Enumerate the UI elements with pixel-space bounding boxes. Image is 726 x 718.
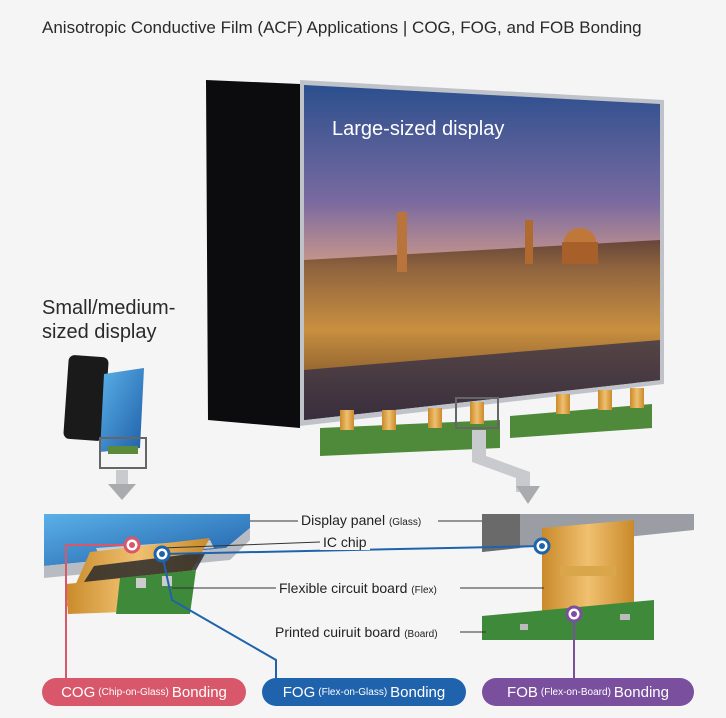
large-display-label: Large-sized display	[332, 118, 505, 140]
large-display-boards	[320, 388, 652, 456]
cog-sub: (Chip-on-Glass)	[98, 686, 169, 698]
small-arrow	[108, 484, 136, 500]
fob-abbr: FOB	[507, 683, 538, 701]
small-display-label-line2: sized display	[42, 321, 157, 343]
small-display-label-line1: Small/medium-	[42, 297, 176, 319]
fog-word: Bonding	[390, 683, 446, 701]
flex-board-label: Flexible circuit board (Flex)	[276, 580, 440, 596]
ic-chip-label-main: IC chip	[323, 534, 367, 550]
printed-board-label: Printed cuiruit board (Board)	[272, 624, 441, 640]
smartphone	[63, 355, 147, 469]
cog-bonding-badge: COG (Chip-on-Glass) Bonding	[42, 678, 246, 706]
large-arrow	[516, 486, 540, 504]
display-back-panel	[206, 80, 300, 428]
small-display-label: Small/medium- sized display	[42, 296, 175, 344]
printed-board-label-main: Printed cuiruit board	[275, 624, 401, 640]
fog-sub: (Flex-on-Glass)	[318, 686, 388, 698]
fog-bonding-badge: FOG (Flex-on-Glass) Bonding	[262, 678, 466, 706]
fob-sub: (Flex-on-Board)	[540, 686, 611, 698]
cog-word: Bonding	[171, 683, 227, 701]
flex-board-label-main: Flexible circuit board	[279, 580, 408, 596]
fob-word: Bonding	[613, 683, 669, 701]
page-title: Anisotropic Conductive Film (ACF) Applic…	[42, 18, 642, 37]
flex-board-label-sub: (Flex)	[411, 585, 437, 596]
display-panel-label-main: Display panel	[301, 512, 386, 528]
fog-abbr: FOG	[282, 683, 316, 701]
fob-bonding-badge: FOB (Flex-on-Board) Bonding	[482, 678, 694, 706]
cog-abbr: COG	[61, 683, 96, 701]
printed-board-label-sub: (Board)	[404, 629, 438, 640]
display-panel-label: Display panel (Glass)	[298, 512, 425, 528]
display-panel-label-sub: (Glass)	[388, 517, 422, 528]
ic-chip-label: IC chip	[320, 534, 370, 550]
